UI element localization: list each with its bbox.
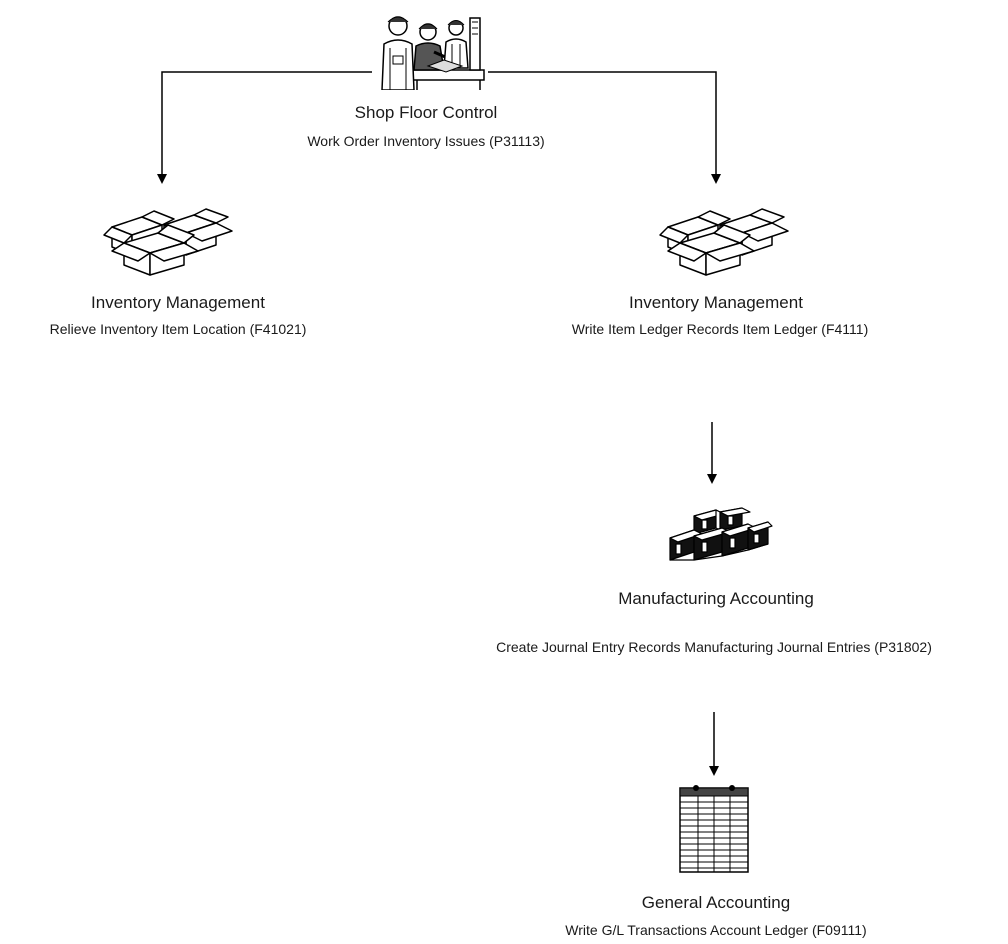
node-title: Inventory Management [91,293,265,312]
node-title: General Accounting [641,893,791,912]
node-subtitle: Work Order Inventory Issues (P31113) [307,133,545,149]
node-subtitle: Relieve Inventory Item Location (F41021) [49,321,307,337]
node-title: Shop Floor Control [354,103,498,122]
arrowhead-icon [157,174,167,184]
workers-icon [381,16,485,90]
boxes-icon [659,208,789,276]
arrowhead-icon [707,474,717,484]
edge-shop-floor-to-inventory-left [161,71,372,180]
node-subtitle: Write G/L Transactions Account Ledger (F… [565,922,867,938]
edge-shop-floor-to-inventory-right [488,71,717,180]
ledger-books-icon [669,507,773,561]
node-subtitle: Create Journal Entry Records Manufacturi… [496,639,932,655]
arrowhead-icon [711,174,721,184]
boxes-icon [103,208,233,276]
node-title: Inventory Management [629,293,803,312]
node-title: Manufacturing Accounting [618,589,814,608]
spreadsheet-icon [679,785,749,873]
arrowhead-icon [709,766,719,776]
node-subtitle: Write Item Ledger Records Item Ledger (F… [571,321,869,337]
